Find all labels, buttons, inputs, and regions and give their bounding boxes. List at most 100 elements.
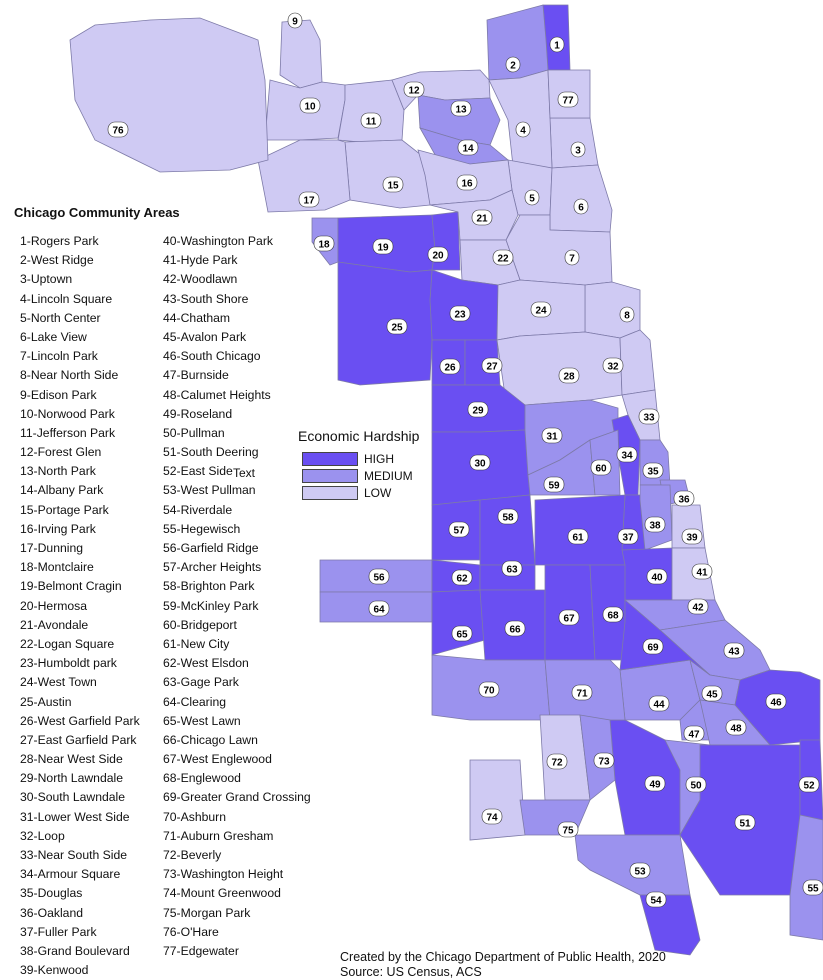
area-label-55: 55 xyxy=(802,879,823,896)
area-label-57: 57 xyxy=(448,521,470,538)
legend-title: Economic Hardship xyxy=(298,428,420,444)
svg-text:23: 23 xyxy=(454,310,466,321)
area-list-item-29: 29-North Lawndale xyxy=(20,771,123,786)
area-label-50: 50 xyxy=(685,776,707,793)
svg-text:65: 65 xyxy=(456,630,468,641)
area-list-item-17: 17-Dunning xyxy=(20,541,84,555)
svg-text:22: 22 xyxy=(497,254,509,265)
area-polygon-17 xyxy=(257,139,351,213)
area-polygon-74 xyxy=(469,759,526,841)
area-label-13: 13 xyxy=(450,100,472,117)
area-label-51: 51 xyxy=(734,814,756,831)
area-list-item-47: 47-Burnside xyxy=(163,368,229,383)
area-list-item-59: 59-McKinley Park xyxy=(163,598,259,613)
svg-text:51: 51 xyxy=(739,819,751,830)
area-label-68: 68 xyxy=(602,606,624,623)
area-list-item-40: 40-Washington Park xyxy=(163,234,273,248)
stray-text-label: Text xyxy=(233,466,256,480)
area-list-item-4: 4-Lincoln Square xyxy=(20,291,113,306)
area-label-49: 49 xyxy=(644,775,666,792)
area-list-item-57: 57-Archer Heights xyxy=(163,560,262,575)
area-polygon-76 xyxy=(69,17,269,173)
area-list-item-31: 31-Lower West Side xyxy=(20,809,130,824)
svg-text:45: 45 xyxy=(706,690,718,701)
svg-text:62: 62 xyxy=(456,574,468,585)
area-list-item-73: 73-Washington Height xyxy=(163,867,284,882)
svg-text:37: 37 xyxy=(622,533,634,544)
area-list-item-41: 41-Hyde Park xyxy=(163,253,238,268)
svg-text:42: 42 xyxy=(692,603,704,614)
area-list-item-39: 39-Kenwood xyxy=(20,963,89,978)
legend-label-medium: MEDIUM xyxy=(364,468,413,483)
svg-text:52: 52 xyxy=(803,781,815,792)
area-polygon-65 xyxy=(431,589,486,656)
area-label-26: 26 xyxy=(439,358,461,375)
area-label-24: 24 xyxy=(530,301,552,318)
area-list-item-9: 9-Edison Park xyxy=(20,387,97,402)
area-label-37: 37 xyxy=(617,528,639,545)
svg-text:46: 46 xyxy=(770,698,782,709)
area-list-item-12: 12-Forest Glen xyxy=(20,445,102,460)
area-label-22: 22 xyxy=(492,249,514,266)
area-label-2: 2 xyxy=(505,56,521,73)
area-label-65: 65 xyxy=(451,625,473,642)
legend-swatch-low xyxy=(302,485,358,500)
area-list-item-67: 67-West Englewood xyxy=(163,752,272,767)
area-polygon-11 xyxy=(337,79,405,143)
svg-text:4: 4 xyxy=(520,126,526,137)
area-label-46: 46 xyxy=(765,693,787,710)
hardship-legend: Economic Hardship HIGH MEDIUM LOW xyxy=(298,428,419,501)
area-list-item-5: 5-North Center xyxy=(20,310,101,325)
area-label-25: 25 xyxy=(386,318,408,335)
area-label-12: 12 xyxy=(403,81,425,98)
area-label-42: 42 xyxy=(687,598,709,615)
area-label-8: 8 xyxy=(619,306,635,323)
area-list-item-77: 77-Edgewater xyxy=(163,943,239,958)
svg-text:7: 7 xyxy=(569,254,575,265)
svg-text:32: 32 xyxy=(607,362,619,373)
svg-text:17: 17 xyxy=(303,196,315,207)
svg-text:61: 61 xyxy=(572,533,584,544)
area-list-item-32: 32-Loop xyxy=(20,828,65,843)
legend-swatch-high xyxy=(302,451,358,466)
svg-text:12: 12 xyxy=(408,86,420,97)
area-label-16: 16 xyxy=(456,174,478,191)
svg-text:35: 35 xyxy=(647,467,659,478)
svg-text:68: 68 xyxy=(607,611,619,622)
area-label-74: 74 xyxy=(481,808,503,825)
area-list-item-45: 45-Avalon Park xyxy=(163,329,247,344)
area-label-59: 59 xyxy=(543,476,565,493)
svg-text:58: 58 xyxy=(502,513,514,524)
area-list-item-38: 38-Grand Boulevard xyxy=(20,943,130,958)
legend-swatch-medium xyxy=(302,468,358,483)
svg-text:20: 20 xyxy=(432,251,444,262)
svg-text:53: 53 xyxy=(634,867,646,878)
area-label-29: 29 xyxy=(467,401,489,418)
area-list-item-51: 51-South Deering xyxy=(163,445,259,460)
area-list-item-30: 30-South Lawndale xyxy=(20,790,126,805)
area-list-item-7: 7-Lincoln Park xyxy=(20,349,98,364)
area-label-70: 70 xyxy=(478,681,500,698)
area-label-64: 64 xyxy=(368,600,390,617)
area-label-32: 32 xyxy=(602,357,624,374)
area-list-item-49: 49-Roseland xyxy=(163,406,233,421)
area-polygon-15 xyxy=(344,139,431,209)
area-list-item-22: 22-Logan Square xyxy=(20,636,115,651)
area-label-56: 56 xyxy=(368,568,390,585)
area-list-item-53: 53-West Pullman xyxy=(163,483,256,498)
svg-text:24: 24 xyxy=(535,306,547,317)
area-label-52: 52 xyxy=(798,776,820,793)
list-title: Chicago Community Areas xyxy=(14,205,180,220)
area-label-41: 41 xyxy=(691,563,713,580)
area-label-43: 43 xyxy=(723,642,745,659)
svg-text:3: 3 xyxy=(575,146,581,157)
area-list-item-44: 44-Chatham xyxy=(163,310,231,325)
area-label-71: 71 xyxy=(571,684,593,701)
svg-text:54: 54 xyxy=(650,896,662,907)
area-list-item-65: 65-West Lawn xyxy=(163,713,241,728)
svg-text:64: 64 xyxy=(373,605,385,616)
area-list-item-64: 64-Clearing xyxy=(163,694,227,709)
svg-text:31: 31 xyxy=(546,432,558,443)
area-list-item-23: 23-Humboldt park xyxy=(20,656,117,671)
